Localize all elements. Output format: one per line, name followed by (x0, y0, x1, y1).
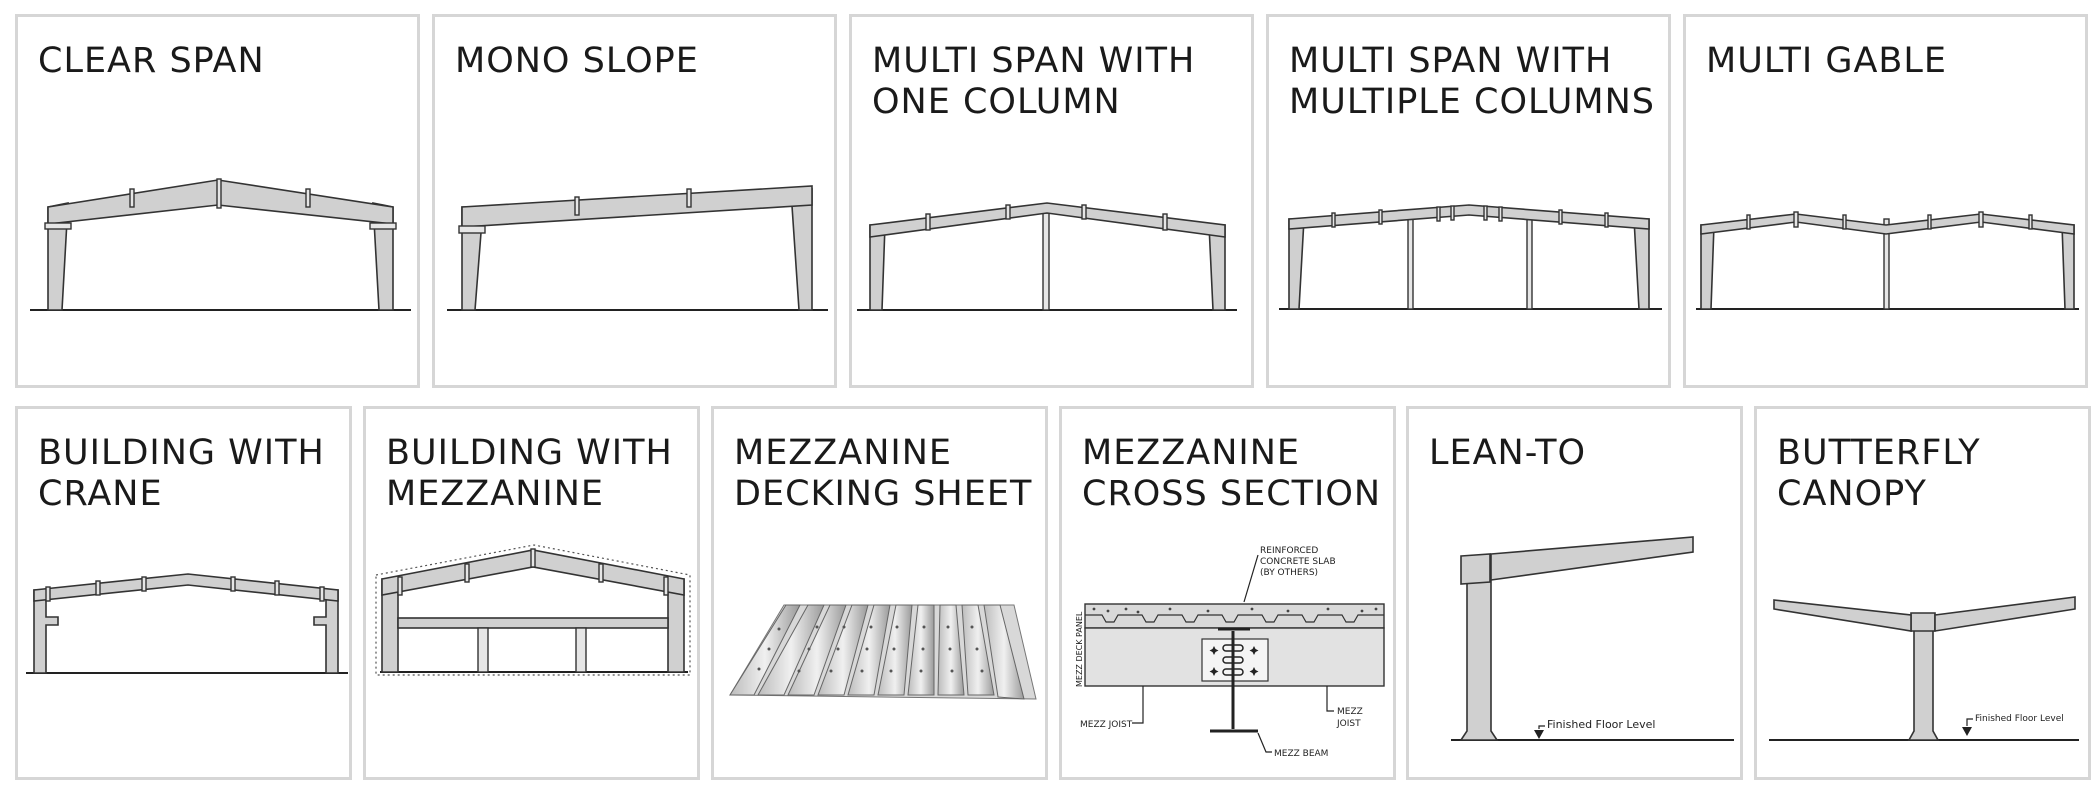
joist-right-label-2: JOIST (1336, 719, 1361, 729)
slab-label-line1: REINFORCED (1260, 546, 1318, 556)
clear-span-diagram (30, 178, 411, 311)
mezzanine-cross-section-diagram: REINFORCED CONCRETE SLAB (BY OTHERS) MEZ… (1075, 546, 1385, 759)
card-butterfly-canopy: BUTTERFLY CANOPY Finished Floor Level (1754, 406, 2091, 780)
floor-level-label: Finished Floor Level (1975, 714, 2064, 724)
card-title: BUILDING WITH MEZZANINE (386, 433, 673, 514)
mono-slope-diagram (447, 185, 828, 311)
card-lean-to: LEAN-TO Finished Floor Level (1406, 406, 1743, 780)
card-multi-span-multiple-columns: MULTI SPAN WITH MULTIPLE COLUMNS (1266, 14, 1671, 388)
multi-gable-diagram (1696, 211, 2079, 310)
card-mono-slope: MONO SLOPE (432, 14, 837, 388)
card-mezzanine-decking-sheet: MEZZANINE DECKING SHEET (711, 406, 1048, 780)
beam-label: MEZZ BEAM (1274, 749, 1328, 759)
card-title: MEZZANINE CROSS SECTION (1082, 433, 1382, 514)
multi-span-one-column-diagram (857, 202, 1237, 311)
card-clear-span: CLEAR SPAN (15, 14, 420, 388)
card-title: MEZZANINE DECKING SHEET (734, 433, 1033, 514)
lean-to-diagram: Finished Floor Level (1451, 536, 1734, 741)
card-title: MULTI SPAN WITH MULTIPLE COLUMNS (1289, 41, 1655, 122)
card-title: LEAN-TO (1429, 433, 1587, 473)
multi-span-multiple-columns-diagram (1279, 204, 1662, 310)
card-title: MONO SLOPE (455, 41, 699, 81)
card-multi-span-one-column: MULTI SPAN WITH ONE COLUMN (849, 14, 1254, 388)
building-with-crane-diagram (26, 573, 348, 674)
card-building-with-mezzanine: BUILDING WITH MEZZANINE (363, 406, 700, 780)
mezzanine-decking-sheet-diagram (729, 604, 1037, 700)
floor-level-label: Finished Floor Level (1547, 718, 1655, 731)
deck-panel-label: MEZZ DECK PANEL (1075, 611, 1084, 687)
card-title: BUTTERFLY CANOPY (1777, 433, 1981, 514)
card-title: MULTI SPAN WITH ONE COLUMN (872, 41, 1196, 122)
card-title: MULTI GABLE (1706, 41, 1948, 81)
card-building-with-crane: BUILDING WITH CRANE (15, 406, 352, 780)
slab-label-line2: CONCRETE SLAB (1260, 557, 1336, 567)
building-with-mezzanine-diagram (375, 544, 691, 676)
card-multi-gable: MULTI GABLE (1683, 14, 2088, 388)
joist-right-label-1: MEZZ (1337, 707, 1363, 717)
butterfly-canopy-diagram: Finished Floor Level (1769, 596, 2079, 741)
card-title: BUILDING WITH CRANE (38, 433, 325, 514)
card-mezzanine-cross-section: MEZZANINE CROSS SECTION REINFORCED CONCR… (1059, 406, 1396, 780)
joist-left-label: MEZZ JOIST (1080, 720, 1133, 730)
card-title: CLEAR SPAN (38, 41, 265, 81)
slab-label-line3: (BY OTHERS) (1260, 568, 1318, 578)
